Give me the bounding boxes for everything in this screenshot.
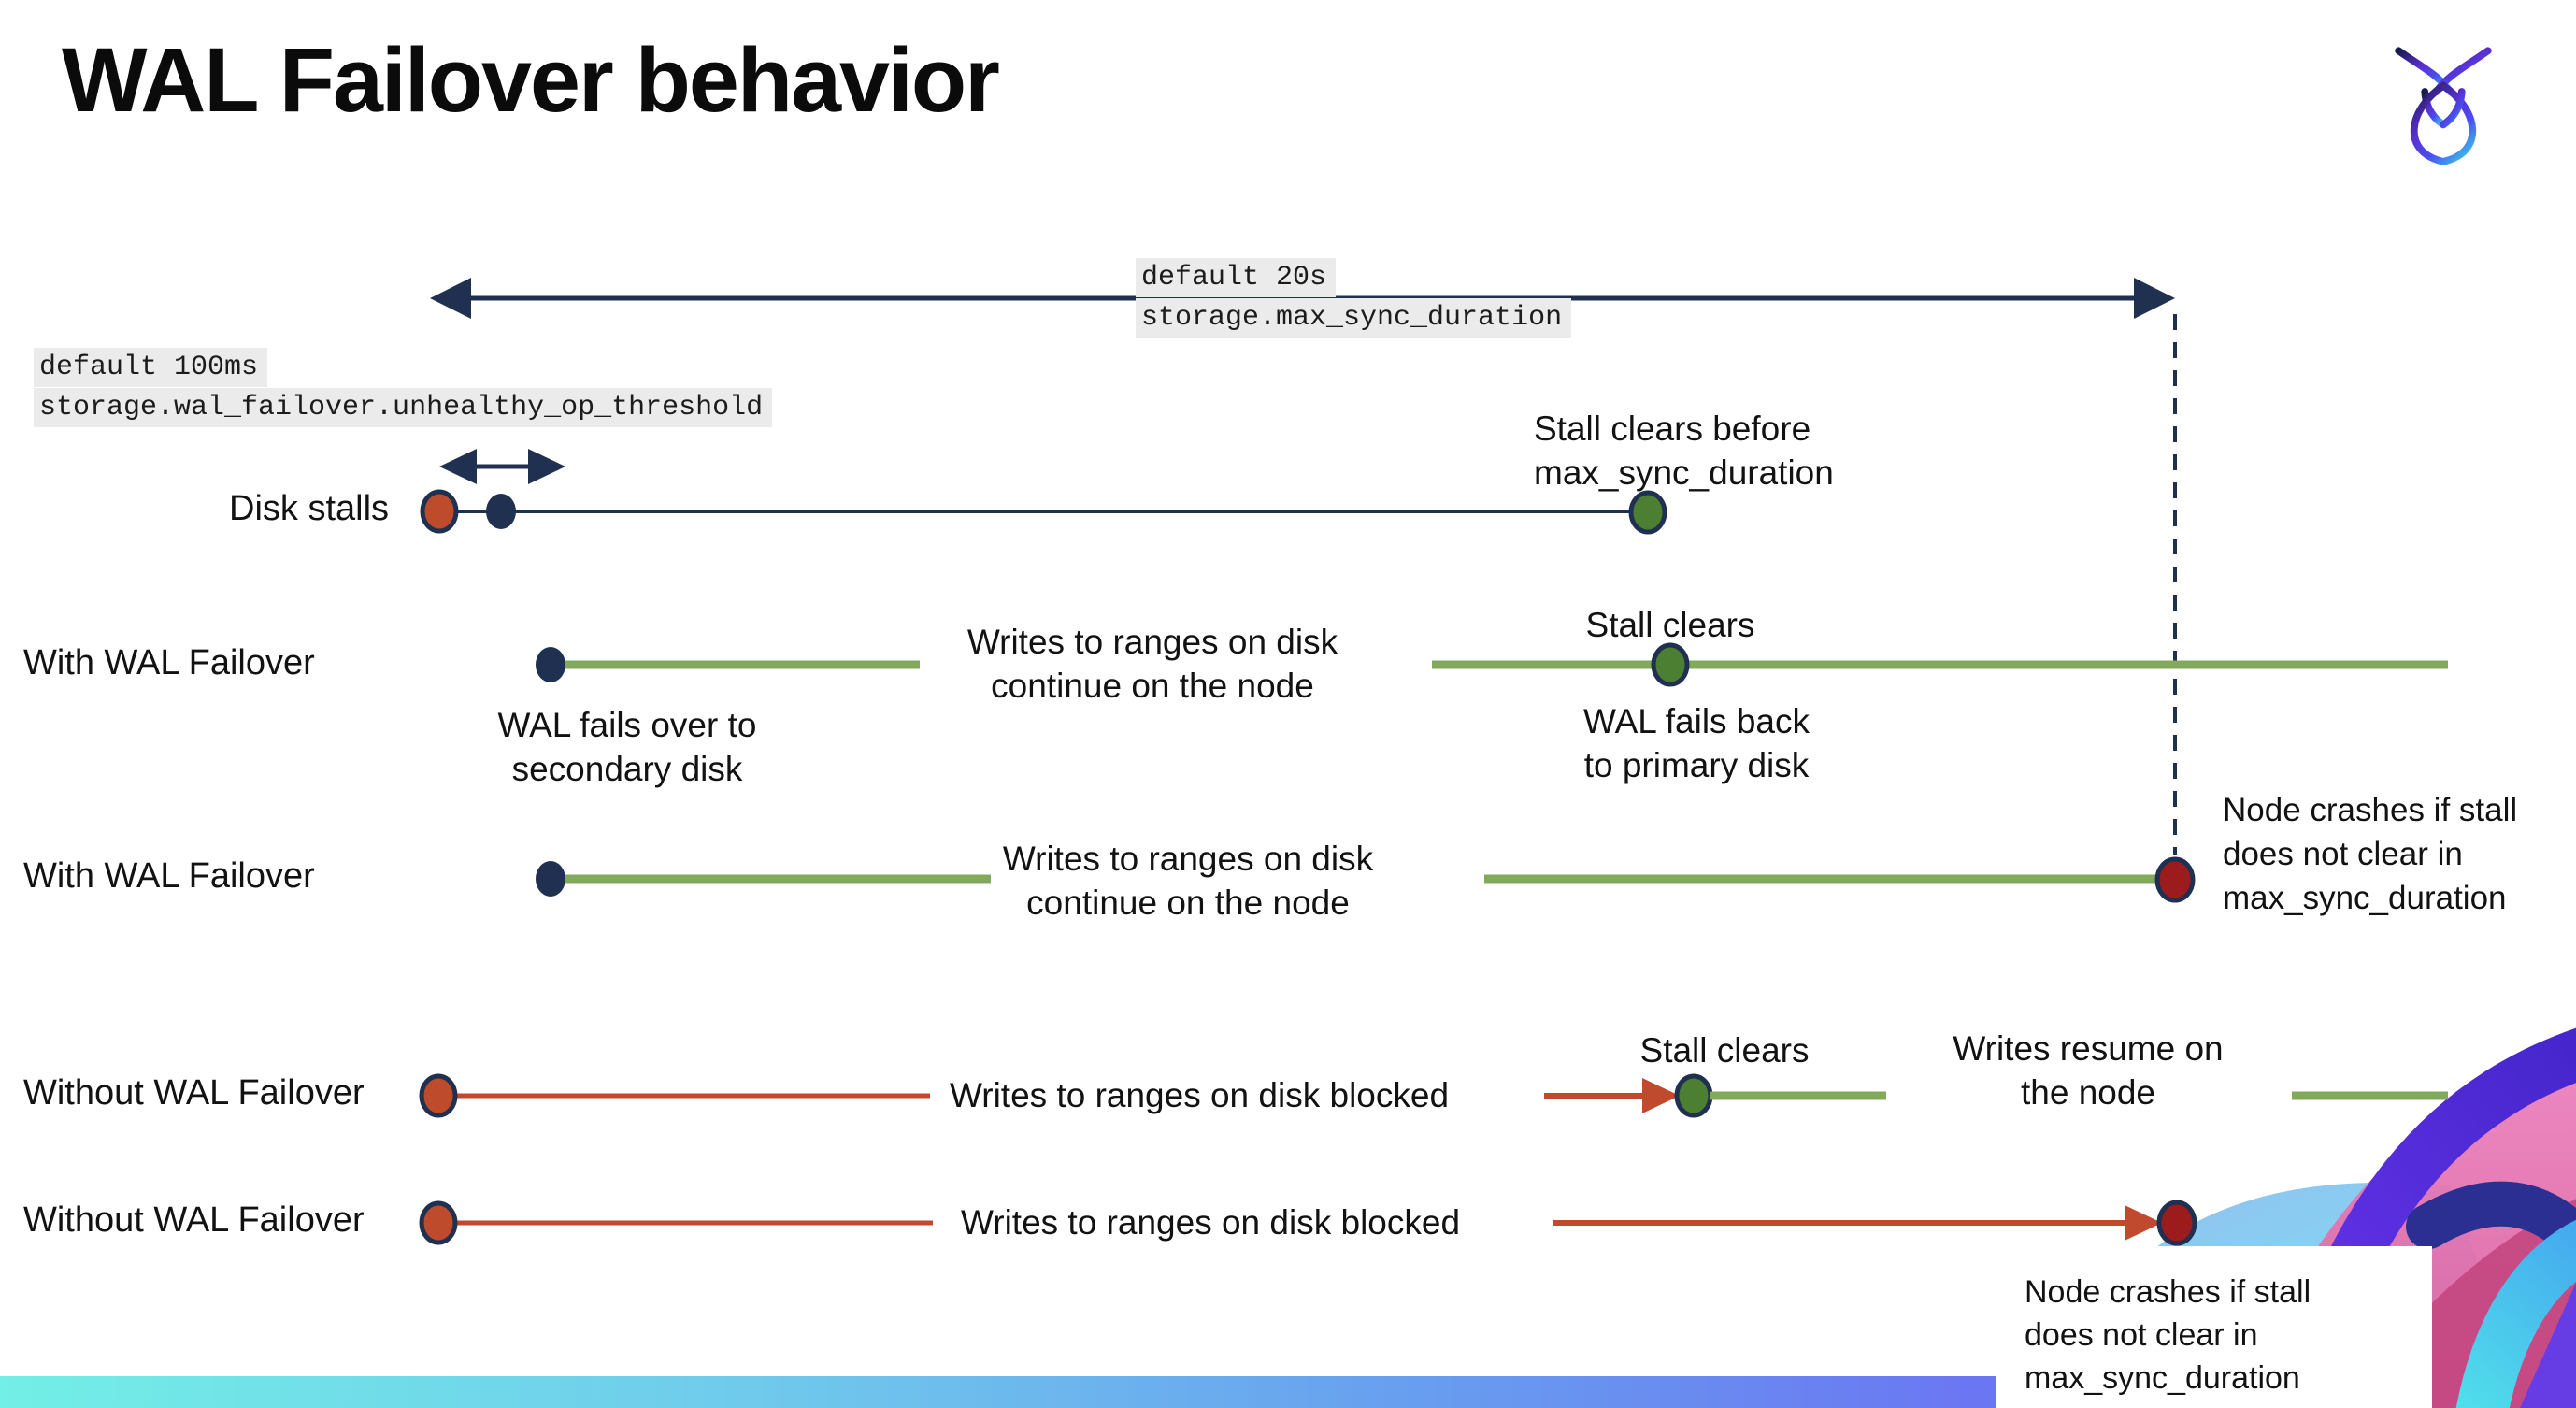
stall-clears-dot bbox=[1651, 642, 1690, 687]
artwork-purple-corner bbox=[2520, 1283, 2576, 1408]
row-label-without-wal-failover: Without WAL Failover bbox=[23, 1200, 365, 1240]
logo-wing-right bbox=[2440, 88, 2466, 129]
failover-dot bbox=[536, 647, 565, 682]
note-writes-resume: Writes resume on the node bbox=[1953, 1029, 2224, 1112]
note-writes-continue: Writes to ranges on disk continue on the… bbox=[1002, 840, 1374, 922]
row-label-with-wal-failover: With WAL Failover bbox=[23, 643, 315, 682]
max-sync-callout: default 20s storage.max_sync_duration bbox=[1136, 258, 1572, 338]
logo-strokes bbox=[2395, 47, 2492, 165]
arrow-head-right bbox=[1642, 1078, 1680, 1113]
callout-default-value: default 20s bbox=[1136, 258, 1337, 297]
note-node-crashes: Node crashes if stall does not clear in … bbox=[2223, 792, 2518, 916]
logo-body bbox=[2410, 81, 2477, 165]
note-wal-fails-over: WAL fails over to secondary disk bbox=[497, 706, 757, 788]
stall-clears-dot bbox=[1628, 490, 1667, 535]
stall-clears-dot bbox=[1674, 1073, 1713, 1118]
failover-dot bbox=[536, 861, 565, 897]
arrow-head-right bbox=[2125, 1205, 2162, 1241]
node-crash-callout-box: Node crashes if stall does not clear in … bbox=[1996, 1246, 2432, 1408]
note-stall-clears: Stall clears bbox=[1585, 606, 1755, 644]
cockroachdb-logo-icon bbox=[2395, 47, 2492, 165]
artwork-navy-arc bbox=[2406, 1181, 2576, 1273]
note-writes-continue: Writes to ranges on disk continue on the… bbox=[966, 623, 1338, 705]
stall-start-dot bbox=[419, 1200, 458, 1245]
row-label-disk-stalls: Disk stalls bbox=[229, 489, 390, 528]
arrow-head-left bbox=[430, 278, 471, 319]
timeline-diagram bbox=[419, 278, 2448, 1246]
artwork-cyan-arc bbox=[2455, 1219, 2576, 1408]
note-writes-blocked: Writes to ranges on disk blocked bbox=[961, 1203, 1461, 1242]
note-stall-clears: Stall clears bbox=[1639, 1031, 1810, 1070]
node-crash-dot bbox=[2156, 1200, 2197, 1246]
row-label-with-wal-failover: With WAL Failover bbox=[23, 856, 315, 896]
callout-default-value: default 100ms bbox=[34, 348, 268, 387]
stall-start-dot bbox=[420, 489, 459, 534]
note-writes-blocked: Writes to ranges on disk blocked bbox=[950, 1076, 1450, 1114]
node-crash-note: Node crashes if stall does not clear in … bbox=[2025, 1274, 2311, 1396]
stall-start-dot bbox=[419, 1073, 458, 1118]
arrow-head-right bbox=[2134, 278, 2175, 319]
arrow-head-left bbox=[439, 449, 477, 484]
note-wal-fails-back: WAL fails back to primary disk bbox=[1583, 702, 1810, 784]
callout-setting-name: storage.max_sync_duration bbox=[1136, 298, 1572, 338]
arrow-head-right bbox=[528, 449, 565, 484]
node-crash-dot bbox=[2154, 856, 2196, 903]
threshold-dot bbox=[486, 494, 516, 529]
callout-setting-name: storage.wal_failover.unhealthy_op_thresh… bbox=[34, 388, 773, 427]
row-label-without-wal-failover: Without WAL Failover bbox=[23, 1073, 365, 1113]
threshold-callout: default 100ms storage.wal_failover.unhea… bbox=[34, 348, 773, 428]
note-stall-clears-before: Stall clears before max_sync_duration bbox=[1534, 409, 1834, 492]
page-title: WAL Failover behavior bbox=[62, 29, 1000, 131]
